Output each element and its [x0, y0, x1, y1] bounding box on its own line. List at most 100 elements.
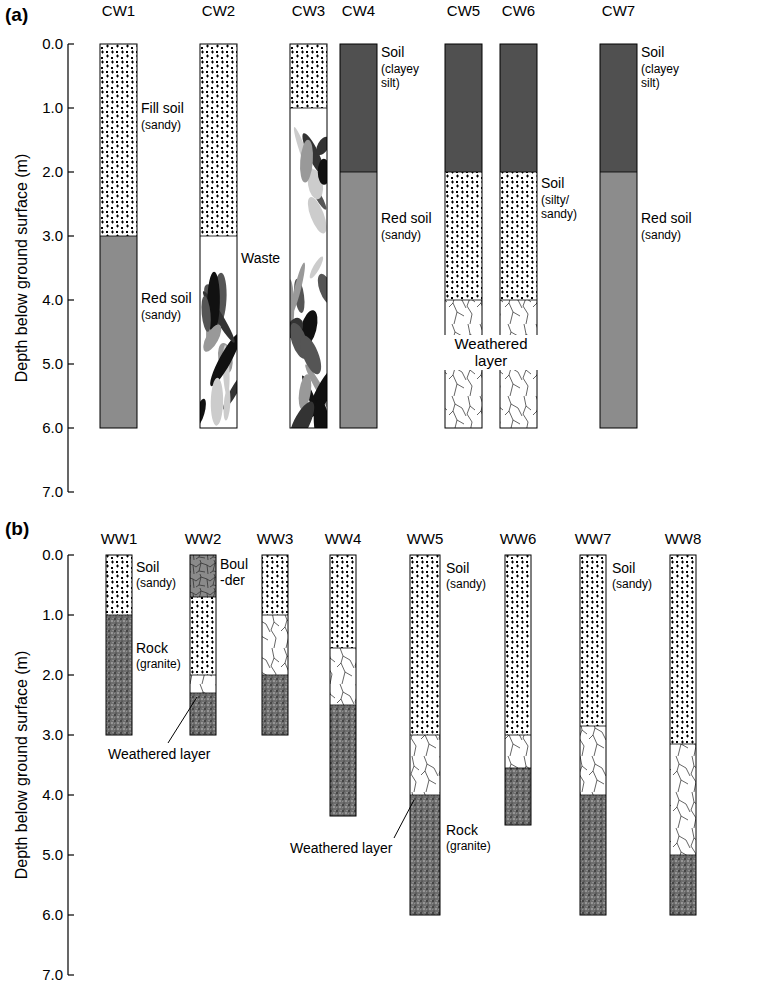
- borehole-id: WW8: [665, 530, 702, 547]
- layer-fill: [262, 555, 288, 615]
- layer-waste: [290, 108, 327, 428]
- axis-tick: [68, 854, 74, 855]
- depth-tick-label: 7.0: [42, 483, 63, 500]
- layer-label: Soil: [446, 560, 469, 576]
- layer-label: Rock: [136, 640, 168, 656]
- depth-tick-label: 4.0: [42, 291, 63, 308]
- layer-label: Weathered layer: [290, 840, 392, 856]
- layer-note: (sandy): [641, 229, 681, 243]
- layer-rock: [330, 705, 356, 816]
- borehole-column: [580, 555, 606, 915]
- layer-fill: [445, 172, 482, 300]
- layer-label: Soil: [136, 559, 159, 575]
- layer-rock: [106, 615, 132, 735]
- borehole-column: [200, 44, 237, 428]
- layer-fill: [190, 597, 216, 675]
- layer-dark: [500, 44, 537, 172]
- borehole-id: CW1: [102, 2, 135, 19]
- layer-rock: [410, 795, 440, 915]
- layer-rock: [262, 675, 288, 735]
- leader-line: [168, 697, 197, 743]
- borehole-column: [600, 44, 637, 428]
- layer-note: (clayey silt): [641, 63, 691, 91]
- layer-weath: [410, 735, 440, 795]
- axis-tick: [68, 107, 74, 108]
- borehole-id: CW7: [602, 2, 635, 19]
- layer-rock: [190, 693, 216, 735]
- borehole-panel: [68, 44, 637, 492]
- layer-note: (granite): [446, 840, 491, 854]
- layer-note: (sandy): [141, 309, 181, 323]
- axis-tick: [68, 43, 74, 44]
- panel-letter: (b): [5, 518, 29, 540]
- layer-note: (clayey silt): [381, 63, 431, 91]
- layer-boul: [190, 555, 216, 597]
- layer-note: (sandy): [141, 119, 181, 133]
- layer-red: [100, 236, 137, 428]
- depth-tick-label: 7.0: [42, 966, 63, 983]
- layer-fill: [500, 172, 537, 300]
- layer-weath: [670, 744, 696, 855]
- waste-fragments: [200, 272, 237, 428]
- depth-tick-label: 2.0: [42, 666, 63, 683]
- layer-label: Rock: [446, 822, 478, 838]
- layer-fill: [505, 555, 531, 735]
- borehole-id: CW5: [447, 2, 480, 19]
- borehole-id: WW3: [257, 530, 294, 547]
- borehole-column: [410, 555, 440, 915]
- leader-line: [394, 800, 414, 838]
- layer-label: Soil: [612, 560, 635, 576]
- layer-red: [340, 172, 377, 428]
- layer-fill: [330, 555, 356, 648]
- depth-tick-label: 0.0: [42, 35, 63, 52]
- layer-rock: [505, 768, 531, 825]
- borehole-column: [500, 44, 537, 428]
- axis-tick: [68, 363, 74, 364]
- borehole-column: [330, 555, 356, 816]
- depth-tick-label: 1.0: [42, 99, 63, 116]
- borehole-id: CW2: [202, 2, 235, 19]
- axis-tick: [68, 914, 74, 915]
- layer-fill: [410, 555, 440, 735]
- borehole-column: [505, 555, 531, 825]
- borehole-column: [290, 44, 327, 428]
- panel-letter: (a): [5, 4, 28, 26]
- layer-label: Waste: [241, 250, 280, 266]
- depth-tick-label: 3.0: [42, 227, 63, 244]
- depth-tick-label: 5.0: [42, 355, 63, 372]
- layer-fill: [580, 555, 606, 726]
- layer-weath: [262, 615, 288, 675]
- borehole-id: CW4: [342, 2, 375, 19]
- depth-tick-label: 4.0: [42, 786, 63, 803]
- layer-fill: [670, 555, 696, 744]
- axis-tick: [68, 235, 74, 236]
- layer-label: Soil: [541, 175, 564, 191]
- axis-tick: [68, 299, 74, 300]
- layer-red: [600, 172, 637, 428]
- layer-note: (sandy): [446, 578, 486, 592]
- layer-label: Red soil: [641, 210, 692, 226]
- layer-weath: [580, 726, 606, 795]
- axis-title: Depth below ground surface (m): [13, 651, 31, 880]
- borehole-column: [670, 555, 696, 915]
- borehole-panel: [68, 555, 696, 975]
- borehole-column: [445, 44, 482, 428]
- borehole-id: WW2: [185, 530, 222, 547]
- axis-tick: [68, 171, 74, 172]
- borehole-id: CW6: [502, 2, 535, 19]
- depth-tick-label: 0.0: [42, 546, 63, 563]
- borehole-id: WW5: [407, 530, 444, 547]
- borehole-column: [100, 44, 137, 428]
- axis-tick: [68, 614, 74, 615]
- borehole-column: [106, 555, 132, 735]
- axis-tick: [68, 554, 74, 555]
- depth-axis: [67, 44, 68, 492]
- layer-dark: [340, 44, 377, 172]
- depth-tick-label: 6.0: [42, 419, 63, 436]
- layer-rock: [580, 795, 606, 915]
- layer-label: Weathered layer: [108, 746, 210, 762]
- layer-fill: [100, 44, 137, 236]
- layer-dark: [445, 44, 482, 172]
- layer-rock: [670, 855, 696, 915]
- borehole-column: [262, 555, 288, 735]
